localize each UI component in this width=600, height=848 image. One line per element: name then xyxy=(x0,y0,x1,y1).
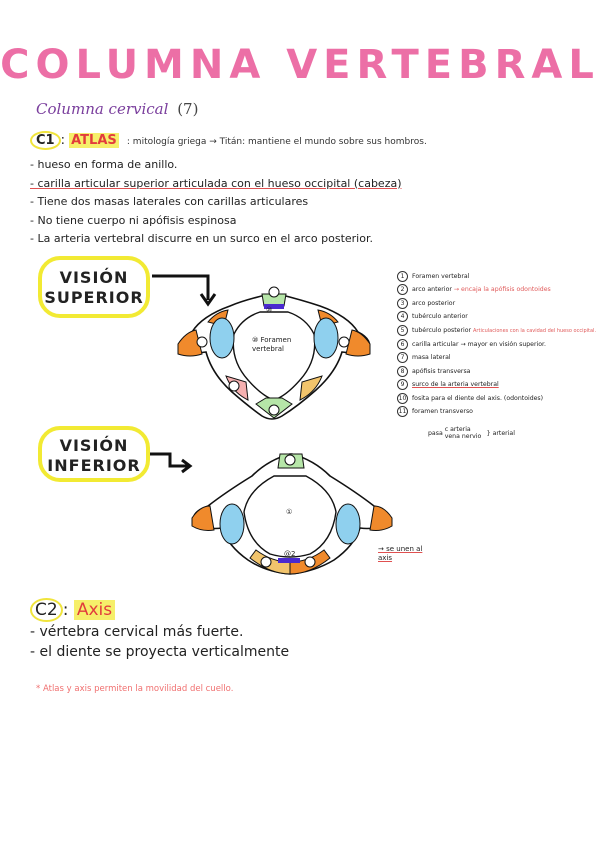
c1-bullet-list: hueso en forma de anillo. carilla articu… xyxy=(30,156,402,249)
c1-heading: C1: ATLAS : mitología griega → Titán: ma… xyxy=(30,131,427,150)
section-subtitle: Columna cervical (7) xyxy=(36,100,198,118)
list-item: carilla articular superior articulada co… xyxy=(30,175,402,194)
vision-inferior-label: VISIÓN INFERIOR xyxy=(38,426,150,482)
diagram-label-center-top: ⑩ xyxy=(266,306,272,314)
diagram-label-foramen: ⑩ Foramen vertebral xyxy=(252,336,312,354)
c2-colon: : xyxy=(63,600,69,620)
c2-label: C2 xyxy=(30,598,63,622)
subtitle-text: Columna cervical xyxy=(36,100,168,118)
atlas-superior-diagram xyxy=(172,282,394,430)
c1-etymology: : mitología griega → Titán: mantiene el … xyxy=(127,137,427,147)
c1-colon: : xyxy=(61,133,65,148)
footnote: * Atlas y axis permiten la movilidad del… xyxy=(36,684,233,694)
c2-heading: C2: Axis xyxy=(30,598,115,622)
c2-bullet-list: vértebra cervical más fuerte. el diente … xyxy=(30,622,289,662)
list-item: hueso en forma de anillo. xyxy=(30,156,402,175)
list-item: No tiene cuerpo ni apófisis espinosa xyxy=(30,212,402,231)
page-title: COLUMNA VERTEBRAL xyxy=(0,42,600,88)
subtitle-count: (7) xyxy=(177,100,198,118)
list-item: La arteria vertebral discurre en un surc… xyxy=(30,230,402,249)
vision-superior-label: VISIÓN SUPERIOR xyxy=(38,256,150,318)
list-item: el diente se proyecta verticalmente xyxy=(30,642,289,662)
c2-name: Axis xyxy=(74,600,115,620)
diagram-label-inferior-center: ① xyxy=(286,508,292,516)
list-item: Tiene dos masas laterales con carillas a… xyxy=(30,193,402,212)
c1-name: ATLAS xyxy=(69,133,119,148)
diagram-side-note: → se unen al axis xyxy=(378,545,428,563)
c1-label: C1 xyxy=(30,131,61,150)
list-item: vértebra cervical más fuerte. xyxy=(30,622,289,642)
legend-extra: pasa c arteria vena nervio } arterial xyxy=(428,426,515,440)
diagram-label-inferior-bottom: @2 xyxy=(284,550,295,558)
